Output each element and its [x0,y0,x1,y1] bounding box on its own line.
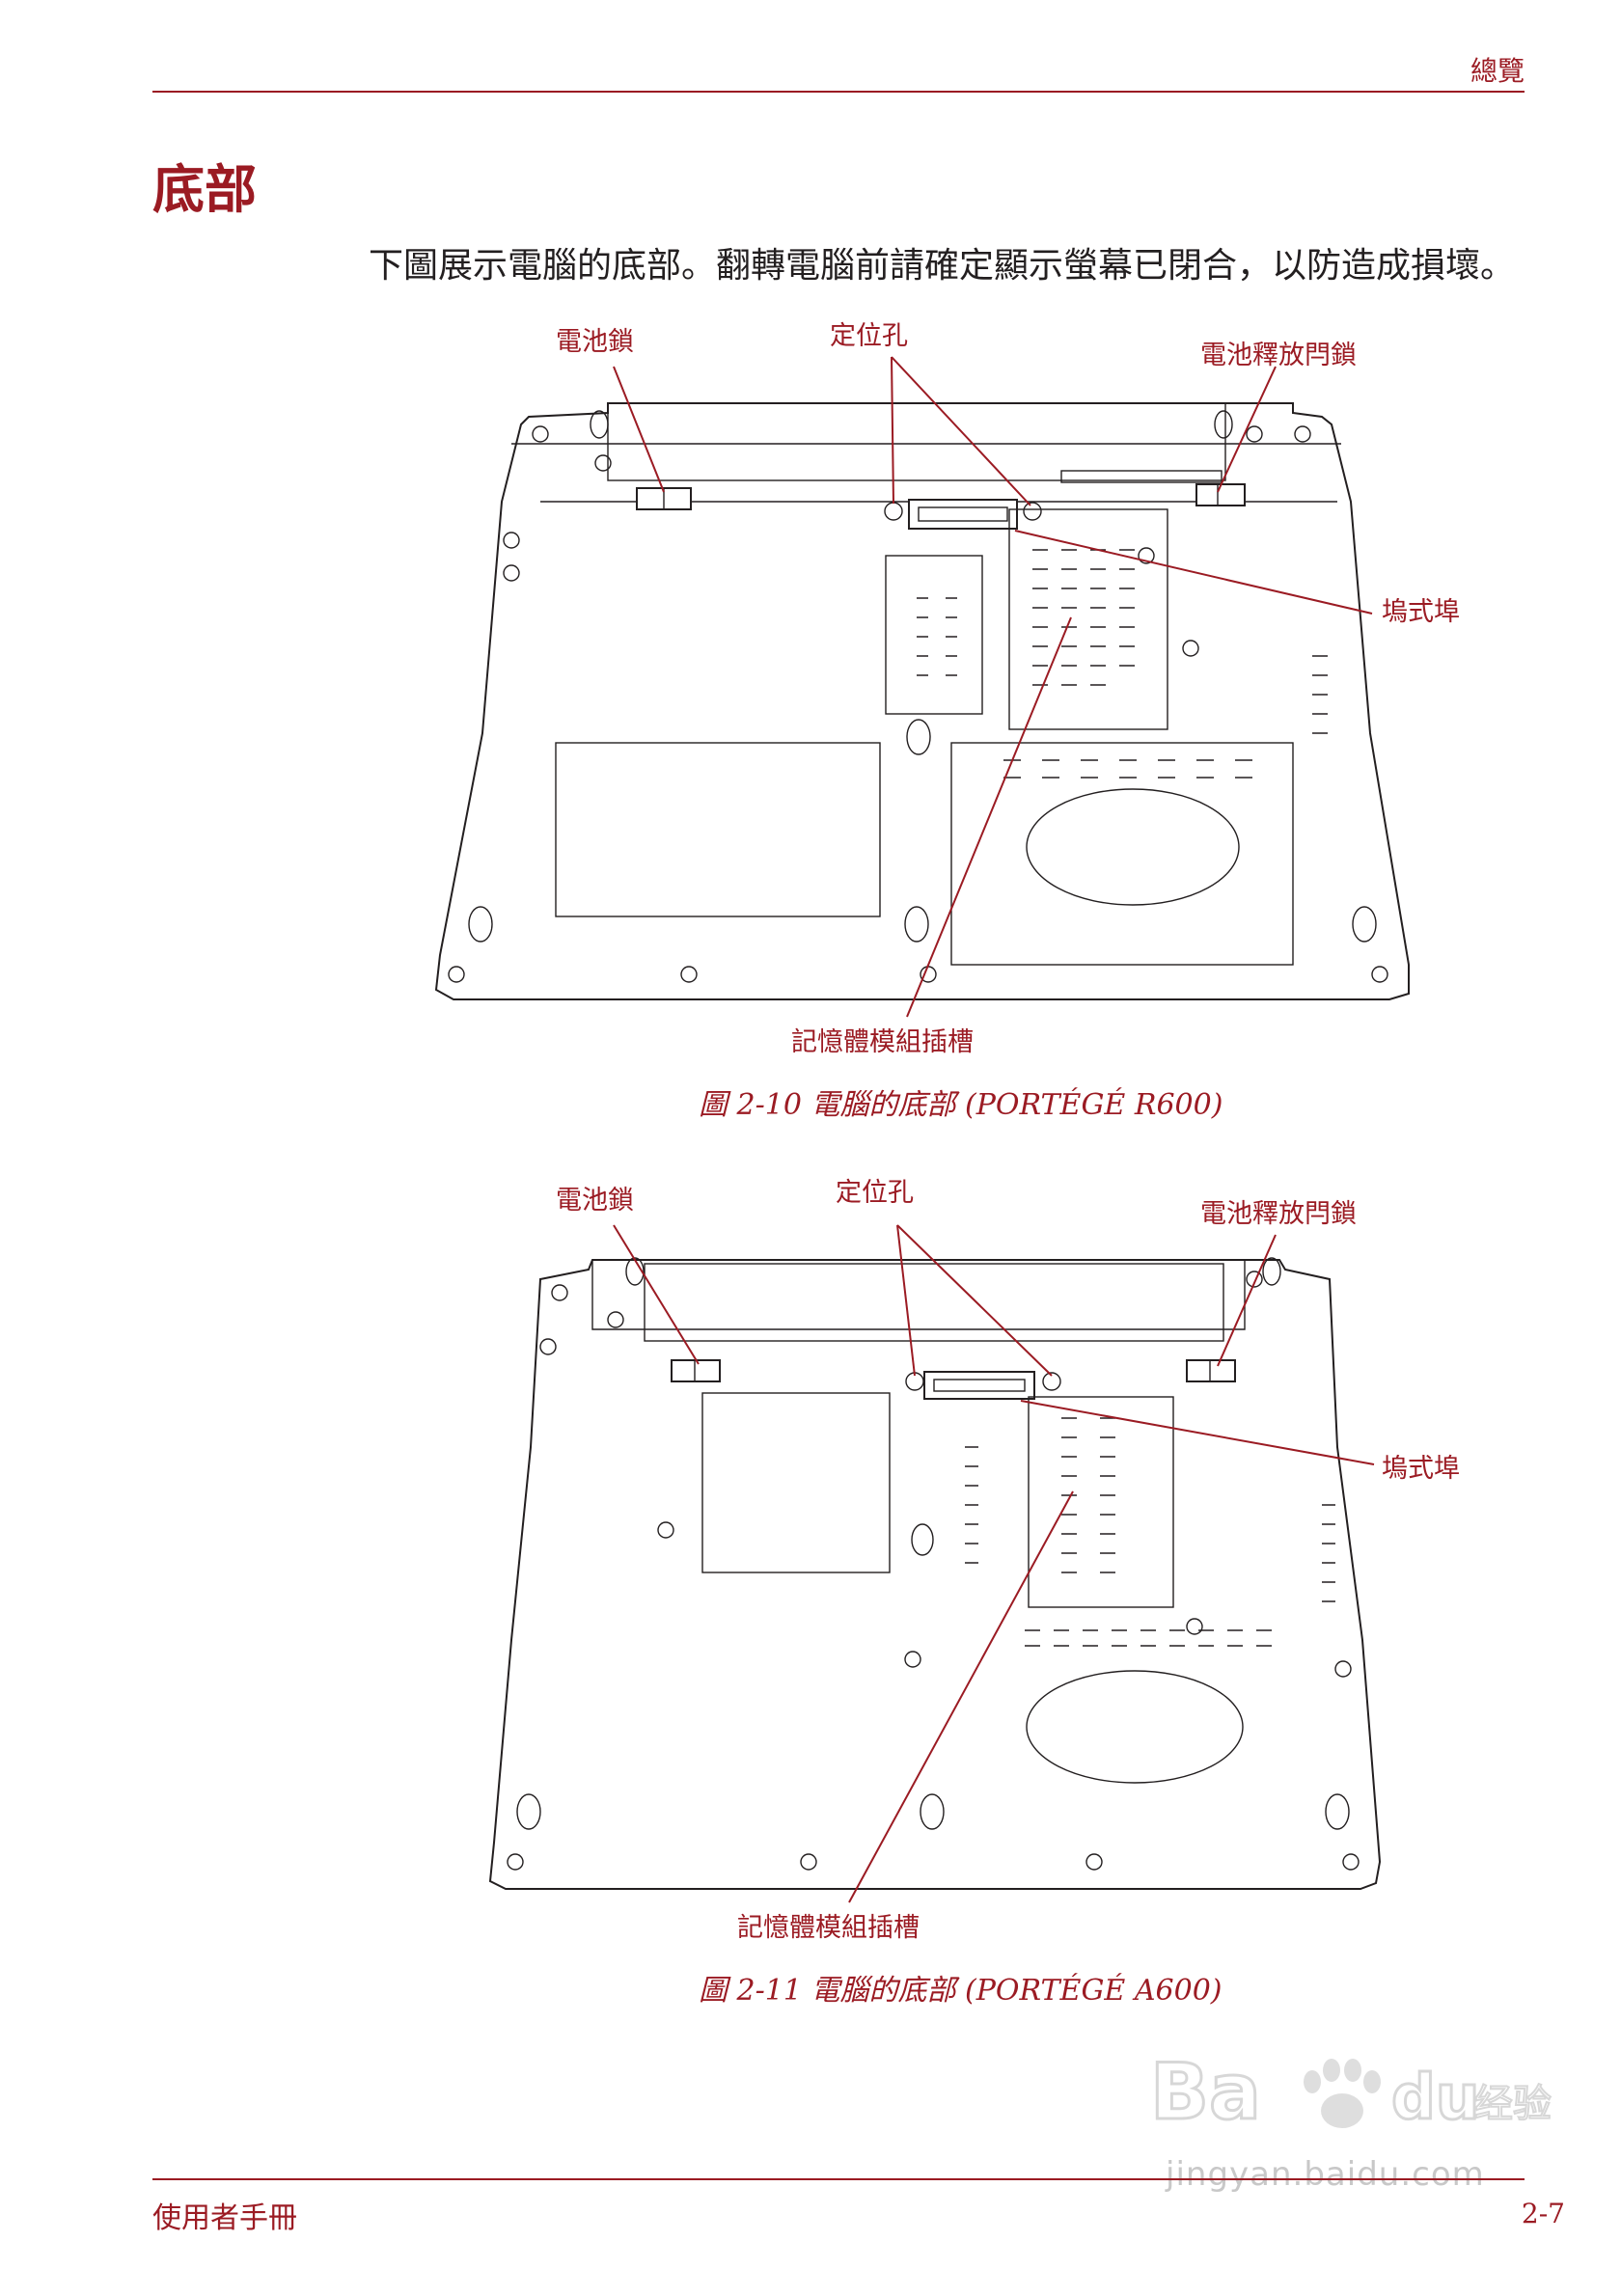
label-battery-lock: 電池鎖 [556,327,634,357]
label-battery-release-latch-2: 電池釋放閂鎖 [1200,1199,1357,1229]
page-number: 2-7 [1521,2198,1565,2229]
figure-a600: 電池鎖 定位孔 電池釋放閂鎖 塢式埠 記憶體模組插槽 [488,1178,1460,1943]
section-title: 底部 [152,159,257,220]
figure-caption-a600: 圖 2-11 電腦的底部 (PORTÉGÉ A600) [699,1974,1223,2008]
label-dock-port: 塢式埠 [1382,597,1460,627]
label-locator-holes: 定位孔 [830,321,908,351]
laptop-bottom-diagram-r600 [434,356,1410,1018]
svg-text:Ba: Ba [1150,2047,1261,2137]
header-rule [152,91,1525,93]
paw-logo-icon: Ba du 经验 [1149,2046,1553,2139]
footer-manual-name: 使用者手冊 [152,2201,297,2235]
figure-r600: 電池鎖 定位孔 電池釋放閂鎖 塢式埠 記憶體模組插槽 [0,0,1621,1129]
laptop-bottom-diagram-a600 [488,1224,1382,1903]
footer-rule [152,2178,1525,2180]
label-locator-holes-2: 定位孔 [836,1178,914,1208]
label-memory-slot-2: 記憶體模組插槽 [737,1913,920,1943]
svg-text:du: du [1391,2063,1479,2134]
figure-caption-r600: 圖 2-10 電腦的底部 (PORTÉGÉ R600) [699,1088,1223,1122]
watermark-url: jingyan.baidu.com [1166,2155,1485,2194]
intro-paragraph: 下圖展示電腦的底部。翻轉電腦前請確定顯示螢幕已閉合，以防造成損壞。 [369,246,1516,286]
baidu-watermark-logo: Ba du 经验 [1149,2043,1555,2140]
label-dock-port-2: 塢式埠 [1382,1454,1460,1484]
svg-text:经验: 经验 [1474,2082,1552,2126]
running-header: 總覽 [1470,55,1525,87]
label-memory-slot: 記憶體模組插槽 [791,1027,974,1057]
label-battery-release-latch: 電池釋放閂鎖 [1200,341,1357,370]
label-battery-lock-2: 電池鎖 [556,1186,634,1216]
